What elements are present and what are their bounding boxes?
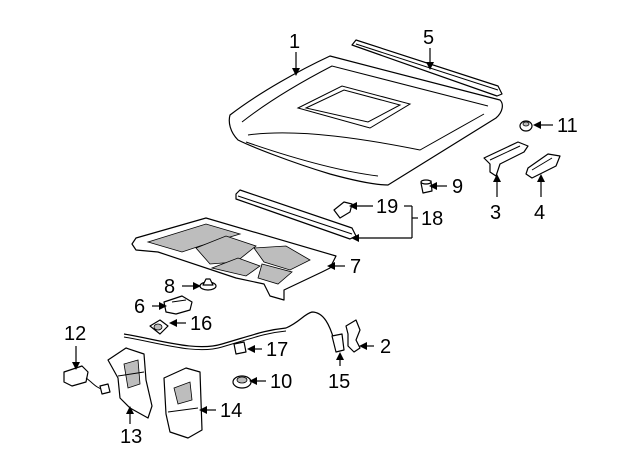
callout-6: 6 — [134, 296, 145, 318]
callout-8: 8 — [164, 276, 175, 298]
leader-lines — [72, 48, 553, 424]
callout-11: 11 — [557, 115, 578, 137]
hood-hinge-right-part[interactable] — [525, 153, 561, 179]
callout-9: 9 — [452, 176, 463, 198]
pad-retainer-part[interactable] — [199, 278, 217, 291]
hood-seal-part[interactable] — [351, 39, 503, 97]
cable-clip-part[interactable] — [233, 341, 247, 355]
release-handle-part[interactable] — [232, 375, 252, 389]
callout-12: 12 — [64, 323, 86, 345]
latch-support-part[interactable] — [107, 347, 153, 419]
callout-3: 3 — [490, 202, 501, 224]
callout-1: 1 — [289, 31, 300, 53]
hood-bumper-part[interactable] — [519, 120, 533, 132]
callout-14: 14 — [220, 400, 242, 422]
callout-13: 13 — [120, 426, 142, 448]
release-cable-part[interactable] — [123, 311, 345, 353]
callout-5: 5 — [423, 27, 434, 49]
callout-15: 15 — [328, 371, 350, 393]
hood-latch-part[interactable] — [63, 365, 111, 395]
grommet-part[interactable] — [149, 319, 169, 335]
hood-hinge-left-part[interactable] — [483, 141, 529, 177]
callout-18: 18 — [421, 208, 443, 230]
callout-17: 17 — [266, 339, 288, 361]
hood-panel-part[interactable] — [228, 55, 503, 186]
callout-10: 10 — [270, 371, 292, 393]
clip-part[interactable] — [420, 179, 433, 194]
baffle-part[interactable] — [163, 367, 203, 439]
callout-2: 2 — [380, 336, 391, 358]
callout-19: 19 — [376, 196, 398, 218]
bracket-part[interactable] — [163, 295, 193, 315]
latch-striker-part[interactable] — [345, 319, 361, 353]
callout-labels: 1 5 11 3 4 9 19 18 7 8 6 16 2 17 15 10 1… — [64, 27, 578, 448]
callout-7: 7 — [350, 256, 361, 278]
hood-insulator-part[interactable] — [131, 217, 337, 301]
callout-16: 16 — [190, 313, 212, 335]
callout-4: 4 — [534, 202, 545, 224]
seal-retainer-part[interactable] — [333, 201, 353, 219]
